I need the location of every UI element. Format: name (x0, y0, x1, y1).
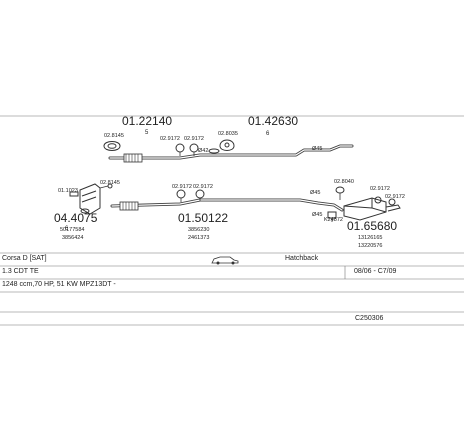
part-ref-5b: 13220576 (358, 243, 382, 249)
date-range: 08/06 - C7/09 (354, 268, 397, 275)
part-number-4: 01.50122 (178, 211, 228, 225)
part-ref-4b: 2461373 (188, 235, 209, 241)
accessory-2: 02.9172 (160, 136, 180, 142)
flex-section-lower-icon (119, 201, 139, 211)
vehicle-body-type: Hatchback (285, 255, 319, 262)
engine-spec: 1248 ccm,70 HP, 51 KW MPZ13DT - (2, 281, 116, 288)
info-table-lines (0, 115, 464, 326)
part-number-3: 04.4075 (54, 211, 98, 225)
accessory-11: 02.9172 (385, 194, 405, 200)
accessory-5: 01.1023 (58, 188, 78, 194)
accessory-4: 02.8035 (218, 131, 238, 137)
part-ref-3a: 50177584 (60, 227, 84, 233)
accessory-7: 02.9172 (172, 184, 192, 190)
upper-assembly: 01.22140 5 01.42630 6 02.8145 02.9172 02… (103, 114, 354, 163)
vehicle-model: Corsa D [SAT] (2, 255, 47, 262)
stud-icon (99, 183, 113, 189)
part-qty-1: 5 (145, 130, 149, 136)
engine-label: 1.3 CDT TE (2, 268, 39, 275)
diameter-3: Ø45 (310, 190, 320, 196)
part-number-2: 01.42630 (248, 114, 298, 128)
accessory-10: 02.9172 (370, 186, 390, 192)
hanger-rear-icon (335, 186, 396, 206)
flange-gasket-icon (103, 141, 121, 151)
accessory-12: K24872 (324, 217, 343, 223)
accessory-9: 02.8040 (334, 179, 354, 185)
part-ref-3b: 3856424 (62, 235, 83, 241)
accessory-8: 02.9172 (193, 184, 213, 190)
diameter-2: Ø45 (312, 146, 322, 152)
diameter-4: Ø45 (312, 212, 322, 218)
rubber-hanger-icon (219, 139, 235, 151)
catalog-code: C250306 (355, 315, 384, 322)
part-number-5: 01.65680 (347, 219, 397, 233)
part-qty-2: 6 (266, 131, 270, 137)
clamp-icon (175, 143, 199, 156)
lower-assembly: 04.4075 6 50177584 3856424 01.50122 3856… (54, 179, 405, 249)
catalytic-converter-icon (69, 183, 101, 215)
part-ref-4a: 3856230 (188, 227, 209, 233)
part-number-1: 01.22140 (122, 114, 172, 128)
accessory-3: 02.9172 (184, 136, 204, 142)
car-icon (211, 256, 239, 265)
clamp-lower-icon (176, 189, 205, 202)
part-ref-5a: 13126165 (358, 235, 382, 241)
accessory-6: 02.8145 (100, 180, 120, 186)
gasket-small-icon (208, 148, 220, 154)
rubber-mount-icon (327, 211, 337, 222)
rear-silencer-icon (343, 197, 401, 221)
part-qty-3: 6 (65, 226, 69, 232)
diameter-1: Ø42 (198, 148, 208, 154)
accessory-1: 02.8145 (104, 133, 124, 139)
flex-section-icon (123, 153, 143, 163)
